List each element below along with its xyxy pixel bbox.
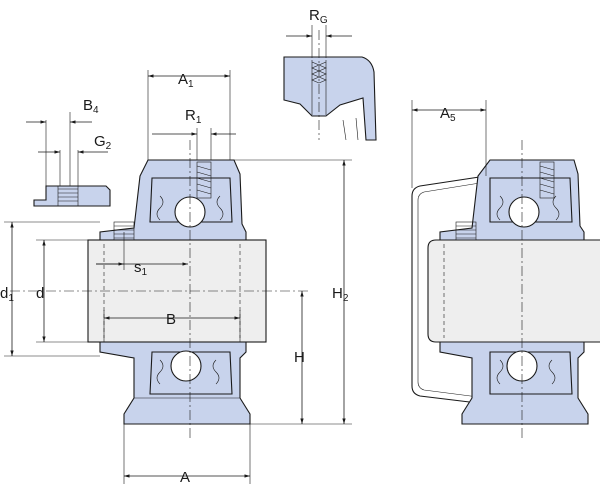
g2-label: G2: [94, 133, 112, 152]
lower-ball: [170, 350, 202, 382]
rg-label: RG: [309, 7, 328, 26]
d-label: d: [36, 285, 44, 302]
b4-g2-detail-view: B4 G2: [26, 97, 112, 207]
b4-label: B4: [83, 97, 99, 116]
rg-detail-view: RG: [283, 7, 377, 141]
rg-housing-section: [283, 56, 377, 141]
a1-label: A1: [178, 71, 194, 90]
end-cover: [411, 175, 487, 405]
s1-label: s1: [134, 259, 148, 278]
h2-label: H2: [332, 285, 349, 304]
setscrew-thread: [58, 188, 78, 202]
upper-seal: [156, 195, 224, 221]
rg-thread-hatch: [311, 61, 327, 84]
h-label: H: [294, 349, 305, 366]
right-view-with-cover: A5: [411, 100, 600, 440]
b-label: B: [166, 311, 176, 328]
lower-seal: [156, 359, 220, 385]
right-shaft: [427, 239, 600, 343]
a5-label: A5: [440, 105, 456, 124]
main-sectional-view: A1 R1 s1 d1 d B H2: [0, 70, 352, 486]
r1-label: R1: [185, 107, 202, 126]
d1-label: d1: [0, 285, 14, 304]
right-upper-ball: [508, 196, 540, 228]
grease-channel: [196, 161, 212, 199]
a-label: A: [180, 469, 190, 486]
